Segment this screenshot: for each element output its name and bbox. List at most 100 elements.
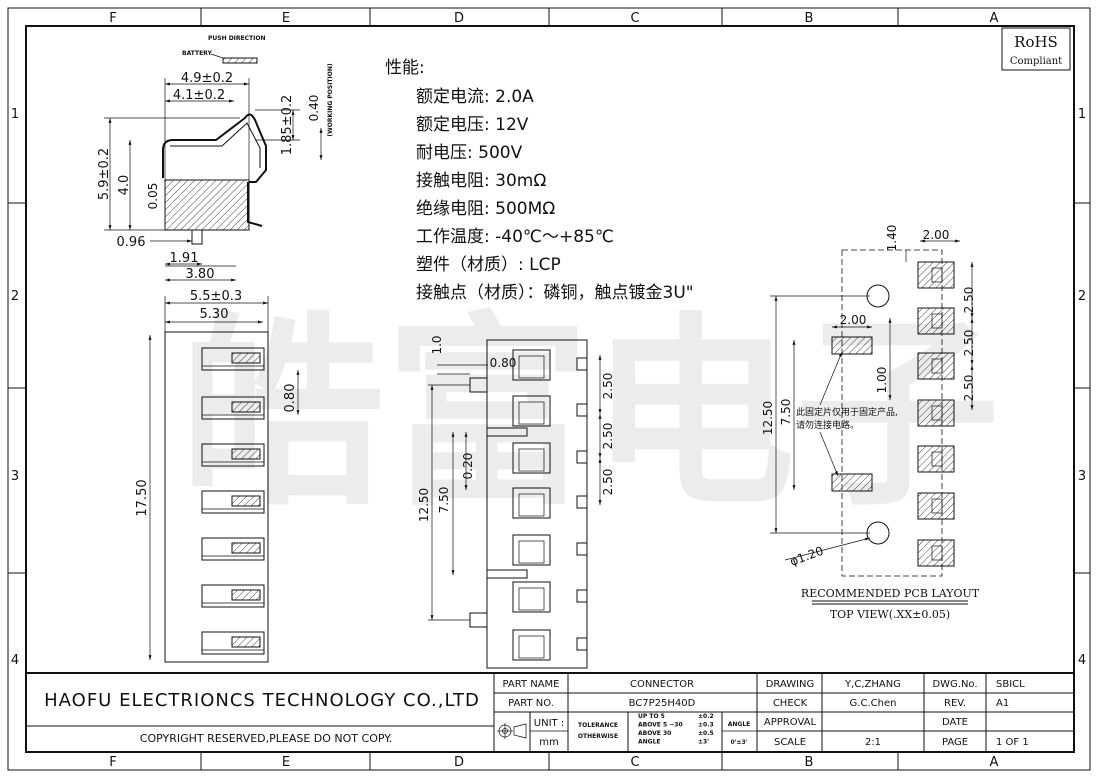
col-label-top-c: C [630,11,639,26]
rev-value: A1 [996,698,1009,709]
col-label-bottom-a: A [990,755,999,770]
tolerance-range: ANGLE [638,739,661,746]
row-label-right-2: 2 [1078,289,1086,304]
rev-label: REV. [944,698,966,709]
angle-label: ANGLE [728,721,751,728]
tolerance-value: ±0.3 [698,722,714,729]
part-no-label: PART NO. [508,698,554,709]
scale-label: SCALE [774,737,806,748]
dwg-no-label: DWG.No. [932,679,977,690]
fixing-note-line1: 此固定片仅用于固定产品, [796,406,898,418]
row-label-left-1: 1 [11,107,19,122]
dim-0-96: 0.96 [117,235,146,250]
unit-label: UNIT : [534,718,564,729]
dim-2-00-left: 2.00 [840,313,867,327]
dim-2-00-top: 2.00 [923,228,950,242]
col-label-top-a: A [990,11,999,26]
check-value: G.C.Chen [850,698,897,709]
housing-outline [164,331,269,663]
dim-2-50-pcb-c: 2.50 [962,375,976,402]
front-view: 1.0 0.80 2.50 2.50 2.50 0.20 7.50 12.50 [417,335,615,669]
col-label-bottom-c: C [630,755,639,770]
dim-7-50-pcb: 7.50 [779,399,793,426]
part-name-value: CONNECTOR [630,679,694,690]
spec-item: 绝缘电阻: 500MΩ [416,199,555,219]
pcb-pad [917,445,955,473]
watermark: 皓富电子 [180,296,1000,534]
copyright-notice: COPYRIGHT RESERVED,PLEASE DO NOT COPY. [140,732,392,745]
contact-slot [201,347,265,371]
contact-slot [201,537,265,561]
contact-slot [201,396,265,420]
push-direction-label: PUSH DIRECTION [208,35,265,42]
dim-1-40: 1.40 [885,225,899,252]
spec-item: 塑件（材质）: LCP [416,255,561,275]
col-label-top-f: F [109,11,116,26]
col-label-bottom-d: D [454,755,464,770]
fixing-tab [486,569,528,579]
dim-0-20: 0.20 [461,453,475,480]
contact-slot [201,631,265,655]
dim-4-0: 4.0 [117,175,132,196]
dim-2-50-pcb-a: 2.50 [962,287,976,314]
col-label-top-b: B [805,11,814,26]
dim-0-05: 0.05 [146,183,160,210]
check-label: CHECK [773,698,808,709]
dim-3-80: 3.80 [186,267,215,282]
title-block: HAOFU ELECTRIONCS TECHNOLOGY CO.,LTD COP… [26,672,1074,752]
dim-1-0: 1.0 [430,335,444,354]
contact-window [512,534,588,566]
dim-2-50-pcb-b: 2.50 [962,330,976,357]
row-label-right-4: 4 [1078,653,1086,668]
pcb-pad [917,492,955,520]
pcb-pads [917,261,955,567]
page-label: PAGE [942,737,968,748]
spec-item: 额定电流: 2.0A [416,87,534,107]
dim-1-91: 1.91 [170,251,199,266]
dim-2-50-a: 2.50 [601,373,615,400]
dim-7-50-front: 7.50 [437,487,451,514]
front-contact-windows [486,349,588,661]
row-label-right-3: 3 [1078,469,1086,484]
contact-window [512,629,588,661]
dim-2-50-b: 2.50 [601,423,615,450]
pcb-pad [917,539,955,567]
side-view: PUSH DIRECTION BATTERY 4.9±0.2 4.1±0.2 1… [97,35,334,282]
dim-4-9: 4.9±0.2 [181,71,233,86]
tolerance-label: TOLERANCE [578,722,618,729]
unit-value: mm [539,737,558,748]
dim-12-50-pcb: 12.50 [761,401,775,435]
spec-item: 额定电压: 12V [416,115,529,135]
dim-5-5: 5.5±0.3 [190,289,242,304]
page-value: 1 OF 1 [996,737,1029,748]
inner-border [25,25,1075,753]
row-label-left-3: 3 [11,469,19,484]
contact-window [512,487,588,519]
row-label-left-4: 4 [11,653,19,668]
contact-window [512,395,588,427]
contact-window [512,581,588,613]
pcb-layout: 2.00 1.40 2.50 2.50 2.50 2.00 1.00 12.50… [761,225,980,621]
part-no-value: BC7P25H40D [629,698,696,709]
col-label-bottom-f: F [109,755,116,770]
rohs-subtitle: Compliant [1010,56,1062,67]
tolerance-range: ABOVE 30 [638,730,671,737]
tolerance-value: ±0.2 [698,713,714,720]
pcb-layout-subtitle: TOP VIEW(.XX±0.05) [830,608,950,621]
otherwise-label: OTHERWISE [578,733,618,740]
rohs-box [1001,27,1071,71]
row-label-right-1: 1 [1078,107,1086,122]
contact-window [512,442,588,474]
fixing-tab [486,427,528,437]
dim-hole-diameter: φ1.20 [788,544,825,569]
dim-0-80-front: 0.80 [490,356,517,370]
drawing-label: DRAWING [766,679,815,690]
spec-item: 接触点（材质）：磷铜，触点镀金3U" [416,283,694,303]
col-label-top-e: E [282,11,290,26]
fixing-pad-top [831,336,873,355]
fixing-pad-bottom [831,473,873,492]
scale-value: 2:1 [865,737,881,748]
dim-1-00: 1.00 [875,367,889,394]
